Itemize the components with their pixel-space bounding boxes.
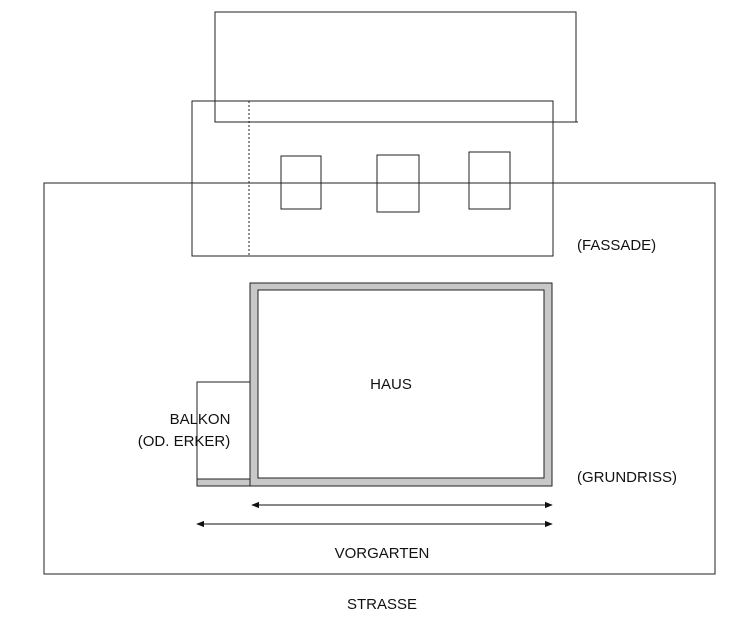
label-strasse: STRASSE bbox=[347, 596, 417, 613]
label-balkon: BALKON bbox=[170, 411, 231, 428]
facade-outline bbox=[191, 100, 554, 257]
facade-window-2 bbox=[376, 154, 420, 213]
label-od-erker: (OD. ERKER) bbox=[138, 433, 231, 450]
house-inner-room bbox=[257, 289, 545, 479]
label-grundriss: (GRUNDRISS) bbox=[577, 469, 677, 486]
property-boundary bbox=[43, 182, 716, 575]
facade-window-1 bbox=[280, 155, 322, 210]
label-haus: HAUS bbox=[370, 376, 412, 393]
label-fassade: (FASSADE) bbox=[577, 237, 656, 254]
balcony-base-strip bbox=[196, 478, 251, 487]
balcony-outline bbox=[196, 381, 251, 482]
label-vorgarten: VORGARTEN bbox=[335, 545, 430, 562]
facade-window-3 bbox=[468, 151, 511, 210]
